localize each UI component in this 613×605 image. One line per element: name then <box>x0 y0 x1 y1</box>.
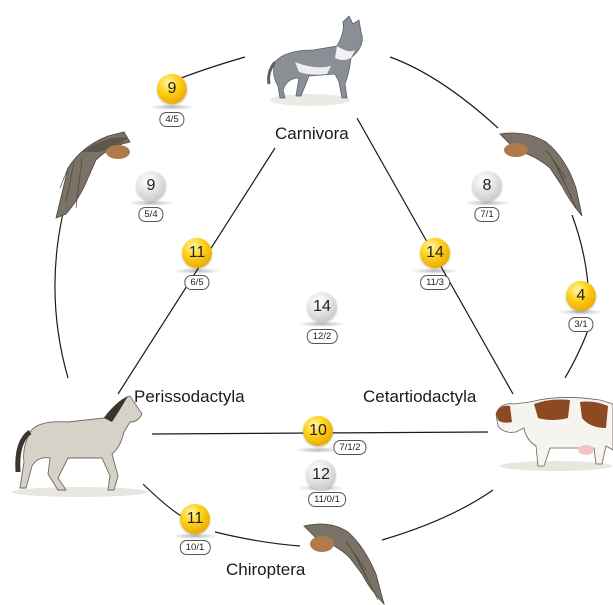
marker-value: 14 <box>420 238 450 268</box>
cow-icon <box>496 397 613 471</box>
marker-value: 8 <box>472 171 502 201</box>
marker-value: 9 <box>157 74 187 104</box>
bat-icon-top-left <box>56 132 130 218</box>
arc-bottom-bat-to-cow <box>382 490 493 540</box>
marker-sub: 6/5 <box>184 275 209 290</box>
marker-value: 4 <box>566 281 596 311</box>
marker-sub: 7/1/2 <box>333 440 366 455</box>
arc-bottombat-to-left <box>215 532 300 546</box>
marker-value: 11 <box>182 238 212 268</box>
bat-icon-top-right <box>500 133 582 216</box>
arc-topright-bat-to-right <box>572 215 588 285</box>
horse-icon <box>12 396 148 497</box>
bat-icon <box>304 524 384 604</box>
marker-value: 11 <box>180 504 210 534</box>
marker-sub: 10/1 <box>180 540 211 555</box>
marker-sub: 7/1 <box>474 207 499 222</box>
marker-value: 12 <box>306 460 336 490</box>
arc-right-to-cow <box>565 330 588 378</box>
label-cetartiodactyla: Cetartiodactyla <box>363 387 476 407</box>
label-perissodactyla: Perissodactyla <box>134 387 245 407</box>
marker-value: 9 <box>136 171 166 201</box>
marker-sub: 12/2 <box>307 329 338 344</box>
marker-sub: 3/1 <box>568 317 593 332</box>
label-chiroptera: Chiroptera <box>226 560 305 580</box>
marker-sub: 4/5 <box>159 112 184 127</box>
label-carnivora: Carnivora <box>275 124 349 144</box>
wolf-icon <box>269 16 363 106</box>
arc-carnivora-to-topright-bat <box>390 57 498 128</box>
marker-sub: 11/0/1 <box>308 492 346 507</box>
marker-sub: 5/4 <box>138 207 163 222</box>
arc-left-to-bottom-bat <box>143 484 183 517</box>
marker-value: 14 <box>307 292 337 322</box>
marker-sub: 11/3 <box>420 275 450 290</box>
marker-value: 10 <box>303 416 333 446</box>
